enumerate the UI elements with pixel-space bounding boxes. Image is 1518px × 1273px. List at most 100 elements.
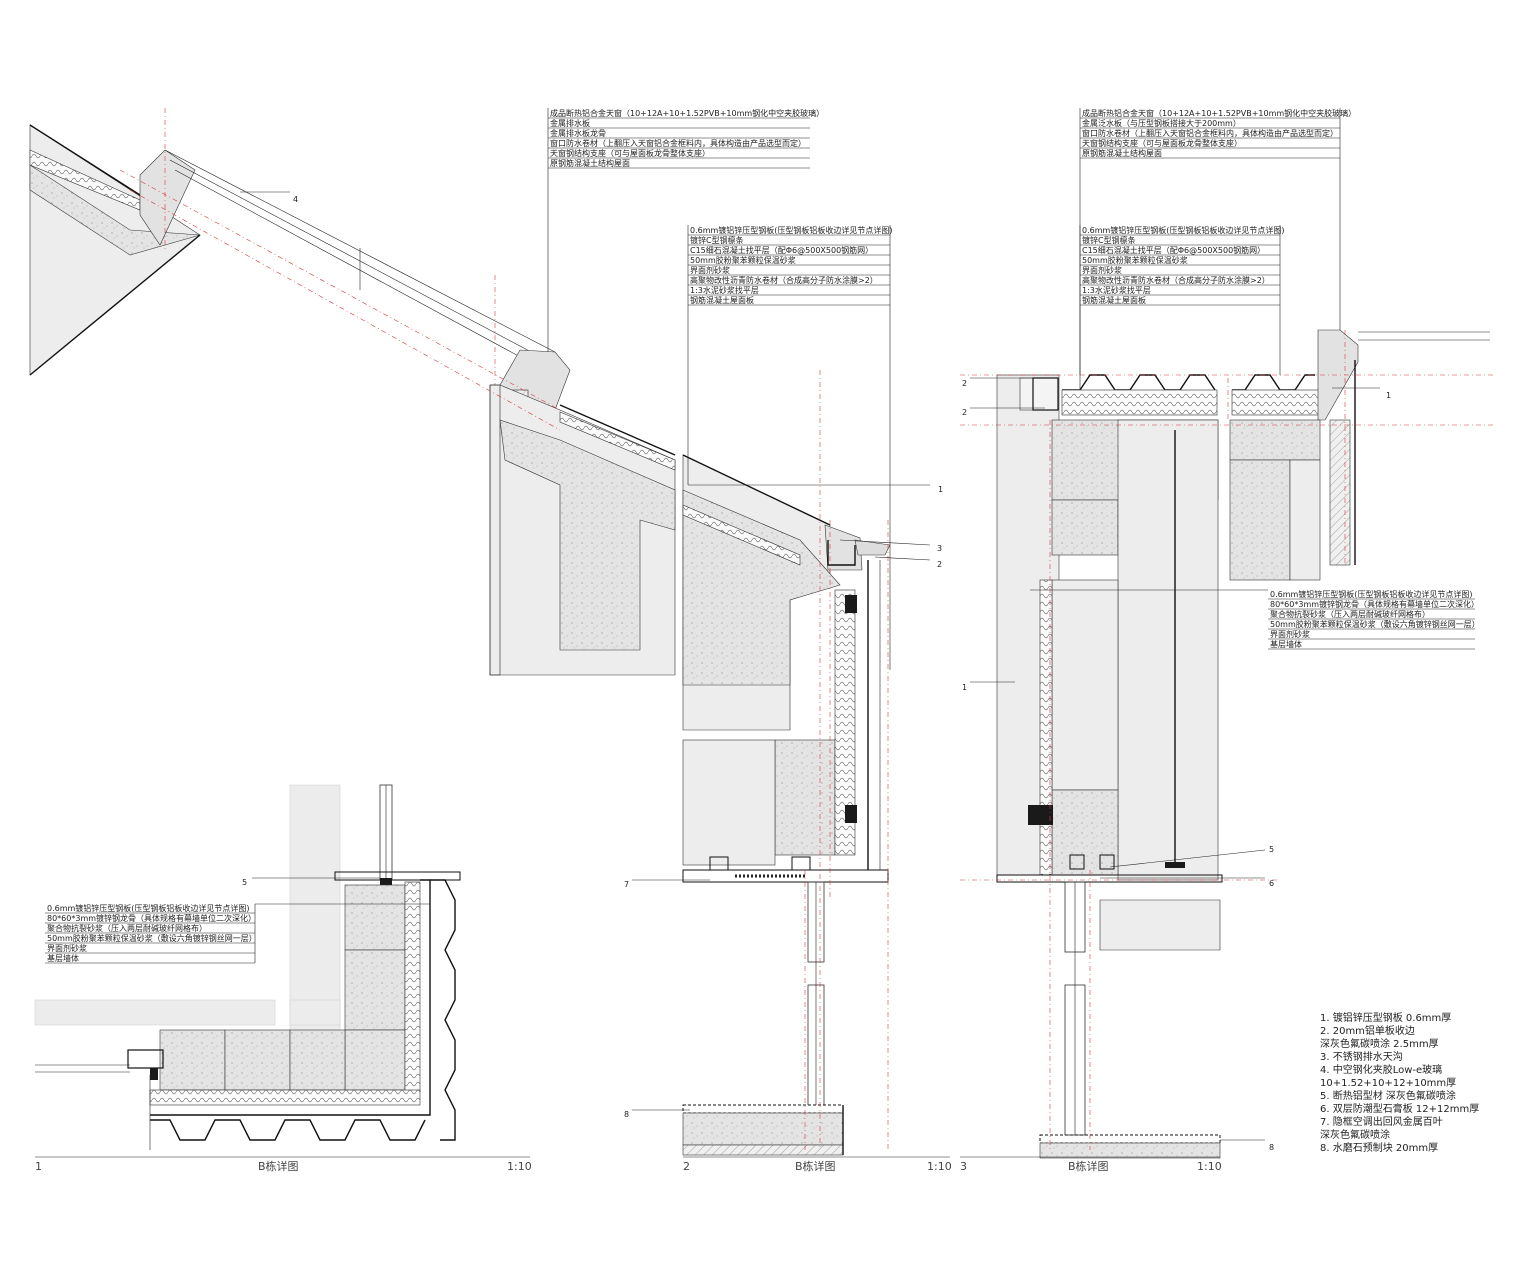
spec-text: 界面剂砂浆 [690, 265, 730, 275]
callout-1: 1 [962, 683, 967, 692]
wall-insulation [834, 589, 856, 856]
callout-1: 1 [1386, 391, 1391, 400]
eave-insulation [682, 504, 801, 566]
drawing-title: B栋详图 [795, 1159, 836, 1173]
callout-7: 7 [624, 880, 629, 889]
spec-text: 80*60*3mm镀锌钢龙骨（具体规格有幕墙单位二次深化） [47, 913, 256, 923]
spec-text: 金属排水板龙骨 [550, 128, 606, 138]
callout-3: 3 [937, 544, 942, 553]
callout-5: 5 [242, 878, 247, 887]
profiled-sheet [430, 879, 456, 1141]
drawing-scale: 1:10 [507, 1160, 532, 1173]
eave-concrete [682, 489, 841, 686]
detail-3-flat-roof-wall: 2 2 1 1 5 6 8 [960, 329, 1495, 1159]
spec-block-roof-b: 0.6mm镀铝锌压型钢板(压型钢板铝板收边详见节点详图) 镀锌C型钢檩条 C15… [1079, 225, 1285, 390]
spec-lines [688, 234, 890, 306]
legend-item: 深灰色氟碳喷涂 [1320, 1128, 1390, 1141]
callout-2: 2 [937, 560, 942, 569]
spec-text: 窗口防水卷材（上翻压入天窗铝合金框料内，具体构造由产品选型而定） [550, 138, 806, 148]
legend-item: 6. 双层防潮型石膏板 12+12mm厚 [1320, 1102, 1479, 1115]
spec-block-skylight-a: 成品断热铝合金天窗（10+12A+10+1.52PVB+10mm钢化中空夹胶玻璃… [547, 108, 824, 352]
detail-2-eave-wall: 1 3 2 7 8 [624, 370, 943, 1156]
spec-text: 0.6mm镀铝锌压型钢板(压型钢板铝板收边详见节点详图) [1270, 589, 1473, 599]
wall-column [774, 739, 836, 856]
spec-text: 高聚物改性沥青防水卷材（合成高分子防水涂膜>2） [1082, 275, 1270, 285]
legend-item: 8. 水磨石预制块 20mm厚 [1320, 1141, 1438, 1154]
callout-2: 2 [962, 408, 967, 417]
title-bar-1: 1 B栋详图 1:10 [35, 1156, 532, 1173]
callout-4: 4 [293, 195, 298, 204]
spec-lines [1080, 117, 1340, 159]
callout-1: 1 [938, 485, 943, 494]
spec-text: 80*60*3mm镀锌钢龙骨（具体规格有幕墙单位二次深化） [1270, 599, 1479, 609]
spec-text: 高聚物改性沥青防水卷材（合成高分子防水涂膜>2） [690, 275, 878, 285]
spec-text: 镀锌C型钢檩条 [690, 235, 744, 245]
spec-text: 金属泛水板（与压型钢板搭接大于200mm） [1082, 118, 1241, 128]
spec-block-roof-a: 0.6mm镀铝锌压型钢板(压型钢板铝板收边详见节点详图) 镀锌C型钢檩条 C15… [687, 225, 893, 670]
callout-2: 2 [962, 379, 967, 388]
legend-item: 10+1.52+10+12+10mm厚 [1320, 1077, 1456, 1089]
spec-text: 成品断热铝合金天窗（10+12A+10+1.52PVB+10mm钢化中空夹胶玻璃… [550, 108, 824, 118]
title-bar-2: 2 B栋详图 1:10 [683, 1156, 952, 1173]
spec-lines [548, 117, 810, 169]
spec-text: C15细石混凝土找平层（配Φ6@500X500钢筋网） [1082, 245, 1265, 255]
legend-item: 2. 20mm铝单板收边 [1320, 1024, 1415, 1037]
drawing-number: 3 [960, 1160, 967, 1173]
drawing-number: 1 [35, 1160, 42, 1173]
callout-8: 8 [1269, 1143, 1274, 1152]
spec-block-wall-b: 0.6mm镀铝锌压型钢板(压型钢板铝板收边详见节点详图) 80*60*3mm镀锌… [1030, 589, 1480, 650]
spec-text: 聚合物抗裂砂浆（压入两层耐碱玻纤网格布） [1270, 609, 1430, 619]
spec-text: 界面剂砂浆 [1082, 265, 1122, 275]
spec-text: 钢筋混凝土屋面板 [690, 295, 754, 305]
spec-text: 聚合物抗裂砂浆（压入两层耐碱玻纤网格布） [47, 923, 207, 933]
spec-text: 成品断热铝合金天窗（10+12A+10+1.52PVB+10mm钢化中空夹胶玻璃… [1082, 108, 1356, 118]
spec-text: 50mm胶粉聚苯颗粒保温砂浆 [1082, 255, 1188, 265]
wall-column [1051, 789, 1119, 876]
spec-text: 0.6mm镀铝锌压型钢板(压型钢板铝板收边详见节点详图) [47, 903, 250, 913]
spec-text: 原钢筋混凝土结构屋面 [1082, 148, 1162, 158]
spec-text: 天窗钢结构支座（可与屋面板龙骨整体支座） [550, 148, 710, 158]
spec-text: 50mm胶粉聚苯颗粒保温砂浆（敷设六角镀锌钢丝网一层） [1270, 619, 1480, 629]
spec-text: 镀锌C型钢檩条 [1082, 235, 1136, 245]
legend-item: 3. 不锈钢排水天沟 [1320, 1050, 1403, 1063]
material-legend: 1. 镀铝锌压型钢板 0.6mm厚 2. 20mm铝单板收边 深灰色氟碳喷涂 2… [1320, 1011, 1479, 1154]
legend-item: 7. 隐框空调出回风金属百叶 [1320, 1115, 1443, 1128]
spec-text: 界面剂砂浆 [1270, 629, 1310, 639]
skylight-frame-top [139, 149, 196, 246]
legend-item: 1. 镀铝锌压型钢板 0.6mm厚 [1320, 1011, 1451, 1024]
drawing-number: 2 [683, 1160, 690, 1173]
callout-6: 6 [1269, 879, 1274, 888]
title-bar-3: 3 B栋详图 1:10 [960, 1156, 1222, 1173]
detail-1-plan-corner: 5 [34, 784, 461, 1150]
spec-text: 0.6mm镀铝锌压型钢板(压型钢板铝板收边详见节点详图) [690, 225, 893, 235]
drawing-scale: 1:10 [1197, 1160, 1222, 1173]
legend-item: 4. 中空钢化夹胶Low-e玻璃 [1320, 1063, 1442, 1076]
profiled-sheet [1062, 374, 1216, 391]
drawing-title: B栋详图 [258, 1159, 299, 1173]
legend-item: 5. 断热铝型材 深灰色氟碳喷涂 [1320, 1089, 1456, 1102]
spec-block-wall-a: 0.6mm镀铝锌压型钢板(压型钢板铝板收边详见节点详图) 80*60*3mm镀锌… [45, 903, 430, 964]
spec-text: 钢筋混凝土屋面板 [1082, 295, 1146, 305]
spec-text: 50mm胶粉聚苯颗粒保温砂浆 [690, 255, 796, 265]
spec-text: 窗口防水卷材（上翻压入天窗铝合金框料内，具体构造由产品选型而定） [1082, 128, 1338, 138]
spec-text: 50mm胶粉聚苯颗粒保温砂浆（敷设六角镀锌钢丝网一层） [47, 933, 257, 943]
spec-text: 1:3水泥砂浆找平层 [690, 285, 759, 295]
spec-lines [1268, 598, 1475, 650]
spec-text: 基层墙体 [1270, 639, 1302, 649]
spec-text: 基层墙体 [47, 953, 79, 963]
spec-text: 界面剂砂浆 [47, 943, 87, 953]
spec-text: 原钢筋混凝土结构屋面 [550, 158, 630, 168]
drawing-scale: 1:10 [927, 1160, 952, 1173]
spec-text: C15细石混凝土找平层（配Φ6@500X500钢筋网） [690, 245, 873, 255]
spec-text: 1:3水泥砂浆找平层 [1082, 285, 1151, 295]
callout-5: 5 [1269, 845, 1274, 854]
spec-lines [45, 912, 255, 964]
spec-lines [1080, 234, 1280, 306]
gutter [824, 524, 863, 571]
roof-concrete-lower [499, 419, 676, 651]
spec-text: 金属排水板 [550, 118, 590, 128]
spec-text: 0.6mm镀铝锌压型钢板(压型钢板铝板收边详见节点详图) [1082, 225, 1285, 235]
detail-1-roof-skylight: 4 [29, 108, 676, 676]
wall-block [344, 884, 406, 951]
